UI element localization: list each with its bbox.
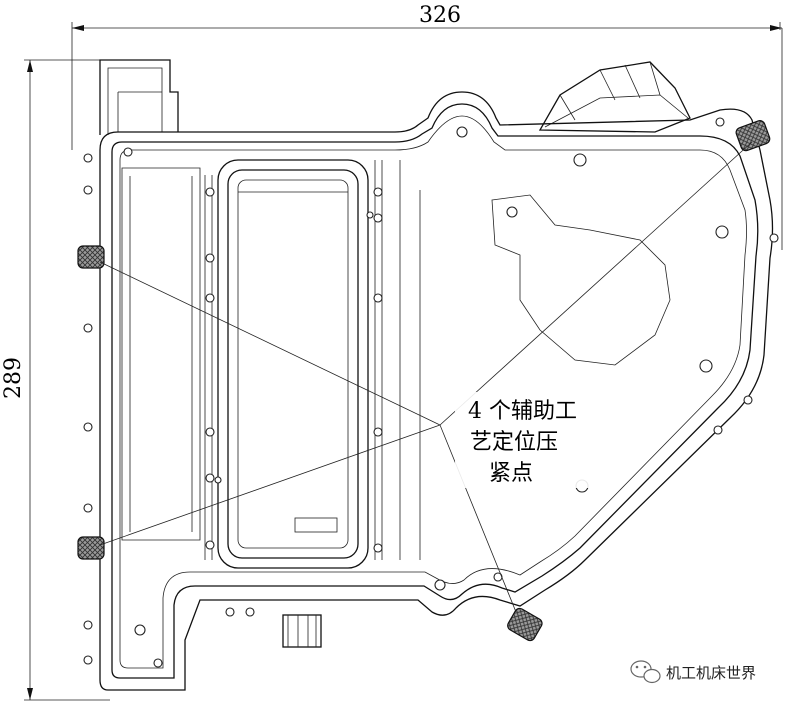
annotation-line-2: 艺定位压	[470, 430, 558, 455]
top-connector	[538, 61, 691, 133]
wechat-icon	[630, 660, 661, 684]
watermark: 机工机床世界	[630, 660, 756, 684]
clamp-pad-left-top	[77, 245, 105, 269]
housing-body	[99, 91, 774, 691]
clamp-pad-top-right	[735, 120, 771, 152]
watermark-text: 机工机床世界	[666, 664, 756, 682]
central-window	[217, 159, 369, 569]
leader-lines	[99, 141, 753, 613]
width-dimension-label: 326	[419, 3, 461, 28]
annotation-line-3: 紧点	[489, 461, 533, 486]
rib-columns	[204, 160, 401, 560]
height-dimension: 289	[1, 59, 110, 701]
annotation-line-1: 4 个辅助工	[468, 399, 577, 424]
left-pocket	[121, 167, 201, 541]
annotation-label: 4 个辅助工 艺定位压 紧点	[455, 392, 615, 488]
plate-region	[419, 190, 671, 560]
mounting-holes	[83, 117, 779, 668]
bottom-connector	[282, 614, 322, 648]
width-dimension: 326	[71, 3, 783, 250]
top-left-bracket	[99, 59, 179, 135]
clamp-pad-left-bottom	[77, 536, 105, 560]
clamping-pads	[77, 120, 771, 642]
clamp-pad-bottom-right	[507, 607, 543, 642]
height-dimension-label: 289	[1, 357, 26, 399]
